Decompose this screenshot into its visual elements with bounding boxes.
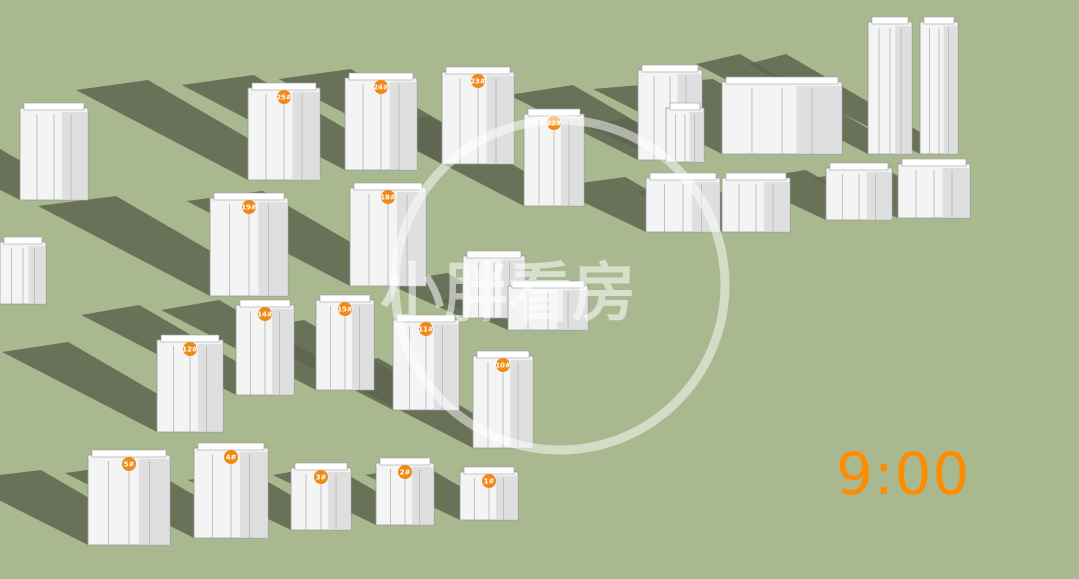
building-side [328, 472, 351, 530]
building-tag [471, 74, 485, 88]
unlabeled-building-side [895, 26, 912, 154]
building-roof [239, 299, 291, 308]
building-roof [348, 72, 414, 81]
building-tag [419, 322, 433, 336]
building-roof [160, 334, 220, 343]
unlabeled-building-side [28, 246, 46, 304]
building-roof [197, 442, 265, 451]
building-tag [381, 190, 395, 204]
unlabeled-building-roof [511, 280, 585, 289]
building-tag [314, 470, 328, 484]
unlabeled-building-roof [669, 102, 701, 111]
building-label: 3# [316, 474, 327, 482]
building-roof [294, 462, 348, 471]
building-side [486, 76, 514, 164]
unlabeled-building-roof [829, 162, 889, 171]
unlabeled-building-roof [923, 16, 955, 25]
building-side [292, 92, 320, 180]
building-label: 2# [400, 469, 411, 477]
watermark: 小胖看房 [380, 115, 730, 455]
building-tag [398, 465, 412, 479]
building-tag [374, 80, 388, 94]
building-label: 11# [418, 326, 434, 334]
building-label: 15# [337, 306, 353, 314]
unlabeled-building-side [796, 86, 842, 154]
building-side [239, 452, 268, 538]
unlabeled-building-roof [871, 16, 909, 25]
building-label: 25# [276, 94, 292, 102]
unlabeled-building-side [689, 112, 704, 162]
building-side [271, 309, 294, 395]
building-tag [242, 200, 256, 214]
unlabeled-building-side [557, 290, 588, 330]
building-tag [224, 450, 238, 464]
building-side [197, 344, 223, 432]
building-label: 10# [495, 362, 511, 370]
building-tag [277, 90, 291, 104]
building-labels: 25#24#23#22#19#18#14#15#11#12#10#5#4#3#2… [122, 74, 562, 488]
unlabeled-building-roof [466, 250, 522, 259]
watermark-ring [390, 115, 730, 455]
unlabeled-building-roof [3, 236, 43, 245]
building-label: 5# [124, 461, 135, 469]
building-side [138, 459, 170, 545]
unlabeled-building-side [62, 112, 88, 200]
unlabeled-building-side [942, 168, 970, 218]
building-roof [213, 192, 285, 201]
building-side [389, 82, 417, 170]
building-side [258, 202, 288, 296]
unlabeled-building-roof [725, 172, 787, 181]
building-roof [353, 182, 423, 191]
building-roof [251, 82, 317, 91]
unlabeled-building-side [866, 172, 892, 220]
building-label: 24# [373, 84, 389, 92]
building-label: 23# [470, 78, 486, 86]
building-side [561, 118, 584, 206]
building-side [351, 304, 374, 390]
unlabeled-building-roof [23, 102, 85, 111]
unlabeled-building-side [764, 182, 790, 232]
building-roof [463, 466, 515, 475]
building-tag [122, 457, 136, 471]
building-tag [496, 358, 510, 372]
building-side [495, 476, 518, 520]
building-roof [445, 66, 511, 75]
building-tag [258, 307, 272, 321]
building-tag [183, 342, 197, 356]
watermark-text: 小胖看房 [380, 257, 636, 331]
unlabeled-building-side [943, 26, 958, 154]
building-label: 4# [226, 454, 237, 462]
unlabeled-building-roof [641, 64, 699, 73]
building-side [411, 467, 434, 525]
building-side [510, 360, 533, 448]
building-roof [91, 449, 167, 458]
building-label: 14# [257, 311, 273, 319]
building-tag [482, 474, 496, 488]
unlabeled-building-roof [901, 158, 967, 167]
building-label: 18# [380, 194, 396, 202]
building-roof [527, 108, 581, 117]
building-label: 19# [241, 204, 257, 212]
building-roof [476, 350, 530, 359]
building-label: 1# [484, 478, 495, 486]
building-tag [338, 302, 352, 316]
time-display: 9:00 [836, 440, 971, 508]
building-roof [379, 457, 431, 466]
building-roof [319, 294, 371, 303]
unlabeled-building-roof [725, 76, 839, 85]
building-label: 12# [182, 346, 198, 354]
